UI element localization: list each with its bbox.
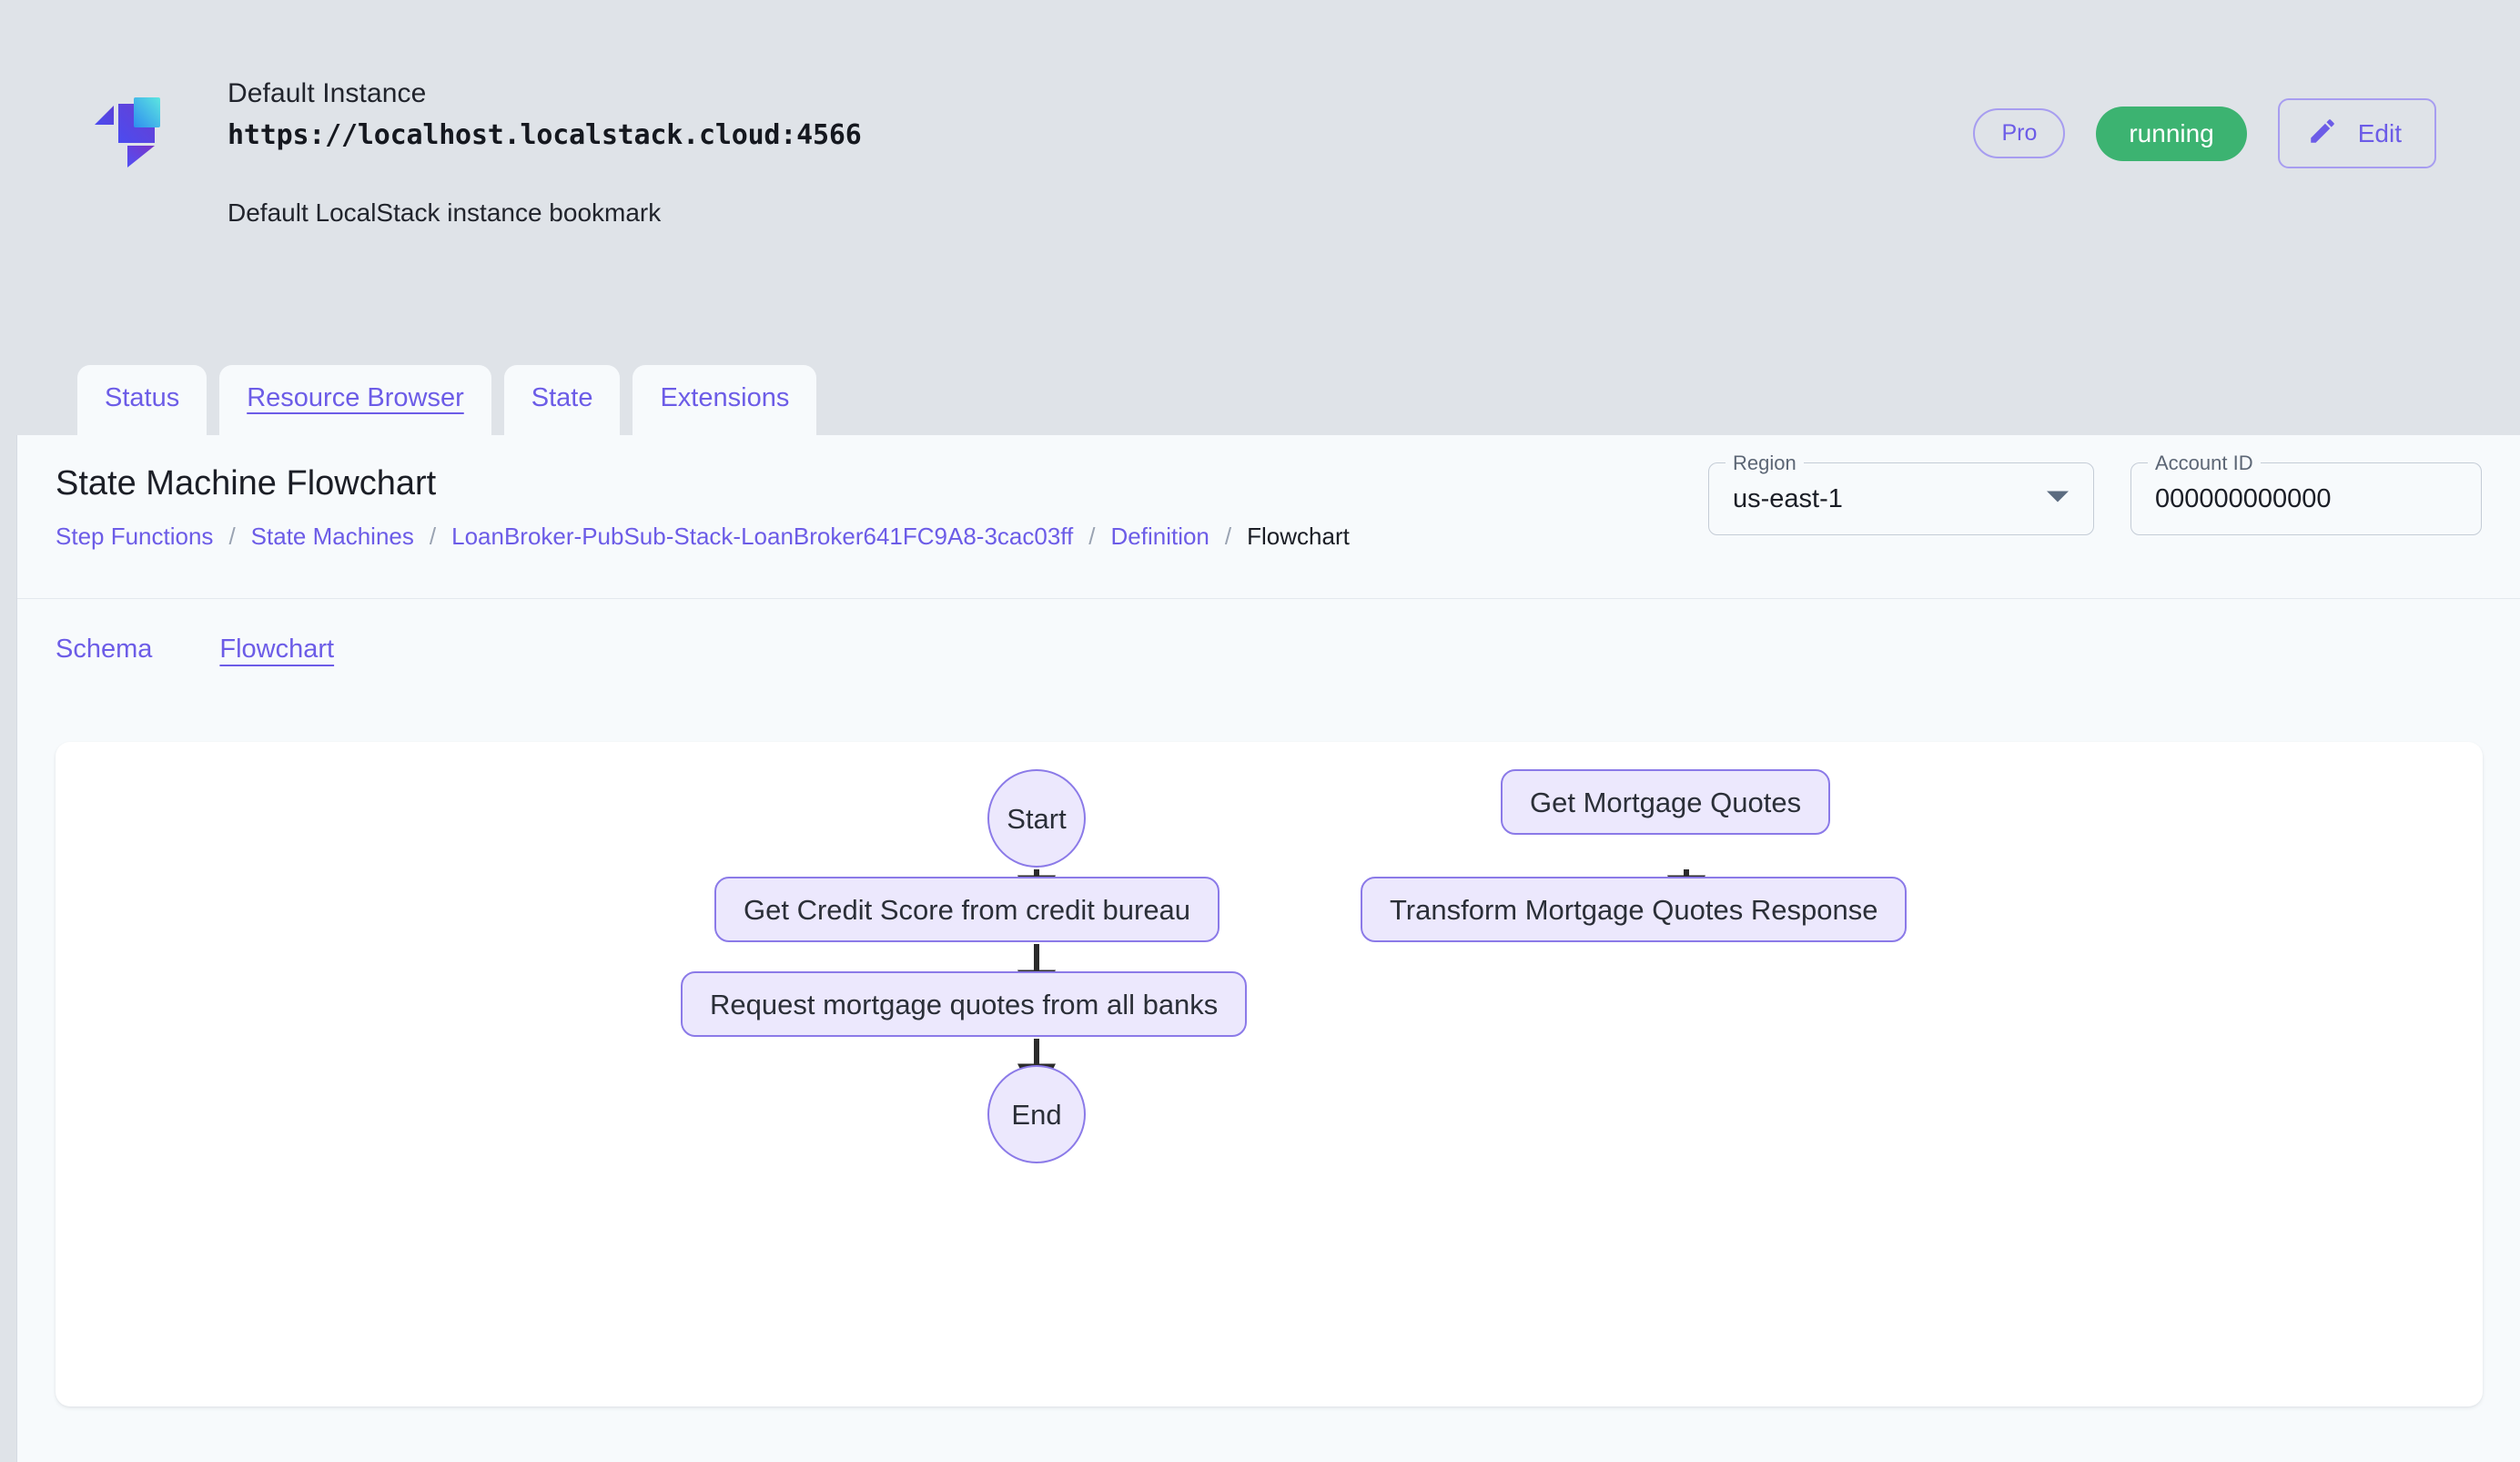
flow-node-request-mortgage-quotes[interactable]: Request mortgage quotes from all banks: [681, 971, 1248, 1037]
breadcrumb-item-step-functions[interactable]: Step Functions: [56, 523, 214, 550]
chevron-down-icon: [2046, 490, 2070, 509]
page-header: State Machine Flowchart Step Functions /…: [17, 435, 2520, 599]
tab-status-label: Status: [105, 383, 180, 412]
breadcrumb-separator: /: [1088, 523, 1096, 550]
instance-header: Default Instance https://localhost.local…: [0, 0, 2520, 344]
flow-node-start[interactable]: Start: [987, 769, 1086, 868]
sub-tab-schema[interactable]: Schema: [56, 634, 153, 664]
tab-resource-browser-label: Resource Browser: [247, 383, 464, 412]
edit-button[interactable]: Edit: [2277, 98, 2436, 168]
edit-button-label: Edit: [2357, 118, 2402, 147]
tab-extensions-label: Extensions: [660, 383, 790, 412]
flowchart-edges: [1017, 869, 1705, 1102]
breadcrumb-item-definition[interactable]: Definition: [1110, 523, 1209, 550]
tab-extensions[interactable]: Extensions: [633, 365, 817, 435]
region-select[interactable]: Region us-east-1: [1708, 450, 2094, 535]
main-tab-bar: Status Resource Browser State Extensions: [0, 344, 2520, 435]
flow-node-transform-mortgage-quotes-response[interactable]: Transform Mortgage Quotes Response: [1361, 877, 1908, 942]
breadcrumb: Step Functions / State Machines / LoanBr…: [56, 521, 1350, 552]
sub-tab-bar: Schema Flowchart: [17, 599, 2520, 699]
flowchart-card: Start Get Credit Score from credit burea…: [56, 742, 2483, 1406]
breadcrumb-item-state-machines[interactable]: State Machines: [250, 523, 414, 550]
flow-node-end[interactable]: End: [987, 1065, 1086, 1163]
header-selectors: Region us-east-1 Account ID 000000000000: [1708, 450, 2482, 535]
account-id-legend: Account ID: [2148, 450, 2261, 477]
instance-text-block: Default Instance https://localhost.local…: [228, 75, 862, 231]
sub-tab-flowchart[interactable]: Flowchart: [219, 634, 335, 664]
flow-node-get-credit-score[interactable]: Get Credit Score from credit bureau: [714, 877, 1220, 942]
region-select-legend: Region: [1726, 450, 1804, 477]
region-select-value: us-east-1: [1733, 483, 1843, 513]
flow-node-get-mortgage-quotes[interactable]: Get Mortgage Quotes: [1501, 769, 1831, 835]
instance-summary: Default Instance https://localhost.local…: [84, 75, 862, 231]
status-badge[interactable]: running: [2096, 106, 2247, 161]
instance-description: Default LocalStack instance bookmark: [228, 198, 662, 227]
tab-status[interactable]: Status: [77, 365, 207, 435]
instance-name: Default Instance: [228, 78, 427, 108]
breadcrumb-item-flowchart: Flowchart: [1247, 523, 1350, 550]
page-title: State Machine Flowchart: [56, 464, 437, 503]
breadcrumb-item-state-machine-name[interactable]: LoanBroker-PubSub-Stack-LoanBroker641FC9…: [451, 523, 1074, 550]
tab-state-label: State: [531, 383, 593, 412]
pencil-icon: [2307, 116, 2338, 151]
content-panel: State Machine Flowchart Step Functions /…: [16, 435, 2520, 1462]
tab-resource-browser[interactable]: Resource Browser: [219, 365, 491, 435]
tab-state[interactable]: State: [503, 365, 621, 435]
instance-endpoint-url: https://localhost.localstack.cloud:4566: [228, 119, 862, 151]
breadcrumb-separator: /: [429, 523, 437, 550]
breadcrumb-separator: /: [1224, 523, 1232, 550]
localstack-logo-icon: [84, 84, 167, 168]
pro-badge[interactable]: Pro: [1973, 108, 2066, 158]
account-id-value: 000000000000: [2155, 483, 2332, 513]
breadcrumb-separator: /: [228, 523, 236, 550]
account-id-field[interactable]: Account ID 000000000000: [2130, 450, 2482, 535]
header-actions: Pro running Edit: [1973, 98, 2436, 168]
flowchart-canvas[interactable]: Start Get Credit Score from credit burea…: [56, 742, 2483, 1406]
